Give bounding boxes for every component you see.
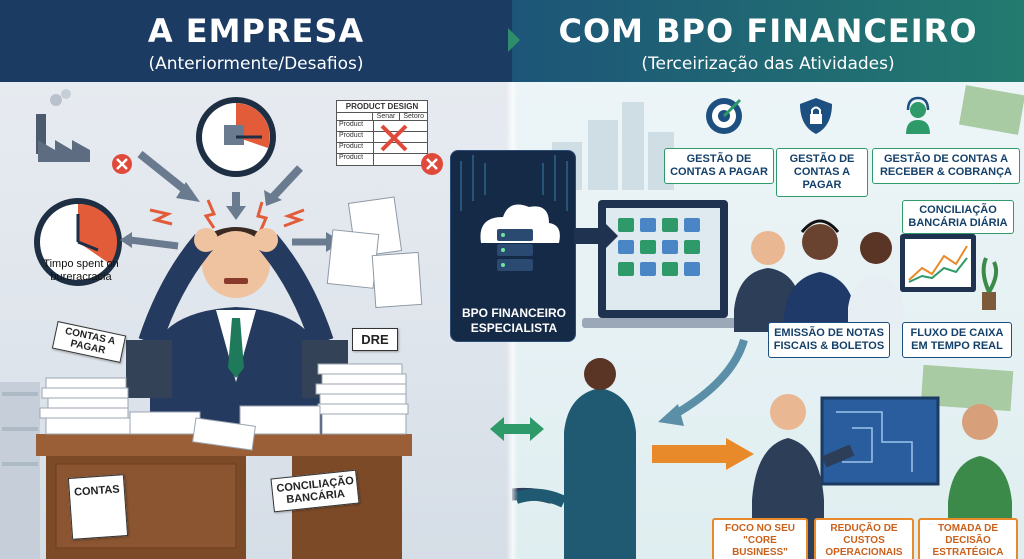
table-row: Product bbox=[339, 143, 364, 150]
checklist-item bbox=[618, 262, 634, 276]
chevron-right-icon bbox=[508, 28, 520, 52]
headset-person-icon bbox=[906, 96, 930, 134]
checklist-item bbox=[618, 240, 634, 254]
table-row: Product bbox=[339, 154, 364, 161]
feature-label: GESTÃO DE CONTAS A PAGAR bbox=[664, 148, 774, 184]
table-header: PRODUCT DESIGN bbox=[337, 101, 427, 113]
page-subtitle: (Terceirização das Atividades) bbox=[641, 54, 895, 74]
benefit-badge: FOCO NO SEU "CORE BUSINESS" bbox=[712, 518, 808, 559]
factory-icon bbox=[36, 89, 90, 162]
target-icon bbox=[706, 98, 742, 134]
header-right: COM BPO FINANCEIRO (Terceirização das At… bbox=[512, 0, 1024, 82]
arrow-right-icon bbox=[574, 216, 618, 256]
page-title: A EMPRESA bbox=[147, 12, 365, 50]
handshake-people bbox=[512, 358, 636, 559]
feature-label: GESTÃO DE CONTAS A RECEBER & COBRANÇA bbox=[872, 148, 1020, 184]
money-icon bbox=[920, 85, 1024, 412]
error-icon bbox=[421, 153, 443, 175]
blueprint-board bbox=[820, 396, 940, 486]
note-contas: CONTAS bbox=[67, 474, 129, 540]
clock-icon bbox=[196, 97, 276, 177]
checklist-item bbox=[640, 240, 656, 254]
page-subtitle: (Anteriormente/Desafios) bbox=[148, 54, 364, 74]
clock-icon bbox=[34, 198, 122, 286]
note-dre: DRE bbox=[352, 328, 398, 351]
paper-stack-right bbox=[315, 363, 409, 435]
paper-stack-left bbox=[39, 377, 131, 435]
feature-label: FLUXO DE CAIXA EM TEMPO REAL bbox=[902, 322, 1012, 358]
page-title: COM BPO FINANCEIRO bbox=[558, 12, 978, 50]
table-row: Product bbox=[339, 121, 364, 128]
benefit-badge: REDUÇÃO DE CUSTOS OPERACIONAIS bbox=[814, 518, 914, 559]
checklist-item bbox=[662, 218, 678, 232]
chart-monitor-icon bbox=[900, 234, 976, 292]
bpo-box: BPO FINANCEIRO ESPECIALISTA bbox=[450, 150, 576, 342]
cloud-server-icon bbox=[460, 155, 568, 271]
bpo-label: BPO FINANCEIRO ESPECIALISTA bbox=[461, 306, 566, 335]
table-row: Product bbox=[339, 132, 364, 139]
checklist-item bbox=[640, 262, 656, 276]
checklist-item bbox=[684, 240, 700, 254]
right-panel bbox=[512, 0, 1024, 559]
double-arrow-icon bbox=[490, 417, 544, 441]
left-illustration bbox=[0, 89, 423, 559]
header-left: A EMPRESA (Anteriormente/Desafios) bbox=[0, 0, 512, 82]
benefit-badge: TOMADA DE DECISÃO ESTRATÉGICA bbox=[918, 518, 1018, 559]
table-column: Senar bbox=[371, 113, 400, 120]
clock-caption: Timpo spent on bureracracia bbox=[43, 258, 119, 283]
feature-label: GESTÃO DE CONTAS A PAGAR bbox=[776, 148, 868, 197]
cross-icon bbox=[380, 124, 408, 152]
checklist-item bbox=[684, 262, 700, 276]
feature-label: EMISSÃO DE NOTAS FISCAIS & BOLETOS bbox=[768, 322, 890, 358]
support-team bbox=[734, 219, 904, 332]
feature-label: CONCILIAÇÃO BANCÁRIA DIÁRIA bbox=[902, 200, 1014, 234]
left-panel: PRODUCT DESIGN Senar Setoro Product Prod… bbox=[0, 0, 512, 559]
checklist-item bbox=[662, 262, 678, 276]
checklist-item bbox=[618, 218, 634, 232]
product-design-table: PRODUCT DESIGN Senar Setoro Product Prod… bbox=[336, 100, 428, 166]
checklist-item bbox=[662, 240, 678, 254]
table-column: Setoro bbox=[399, 113, 427, 120]
checklist-item bbox=[640, 218, 656, 232]
shield-lock-icon bbox=[800, 98, 832, 134]
checklist-item bbox=[684, 218, 700, 232]
